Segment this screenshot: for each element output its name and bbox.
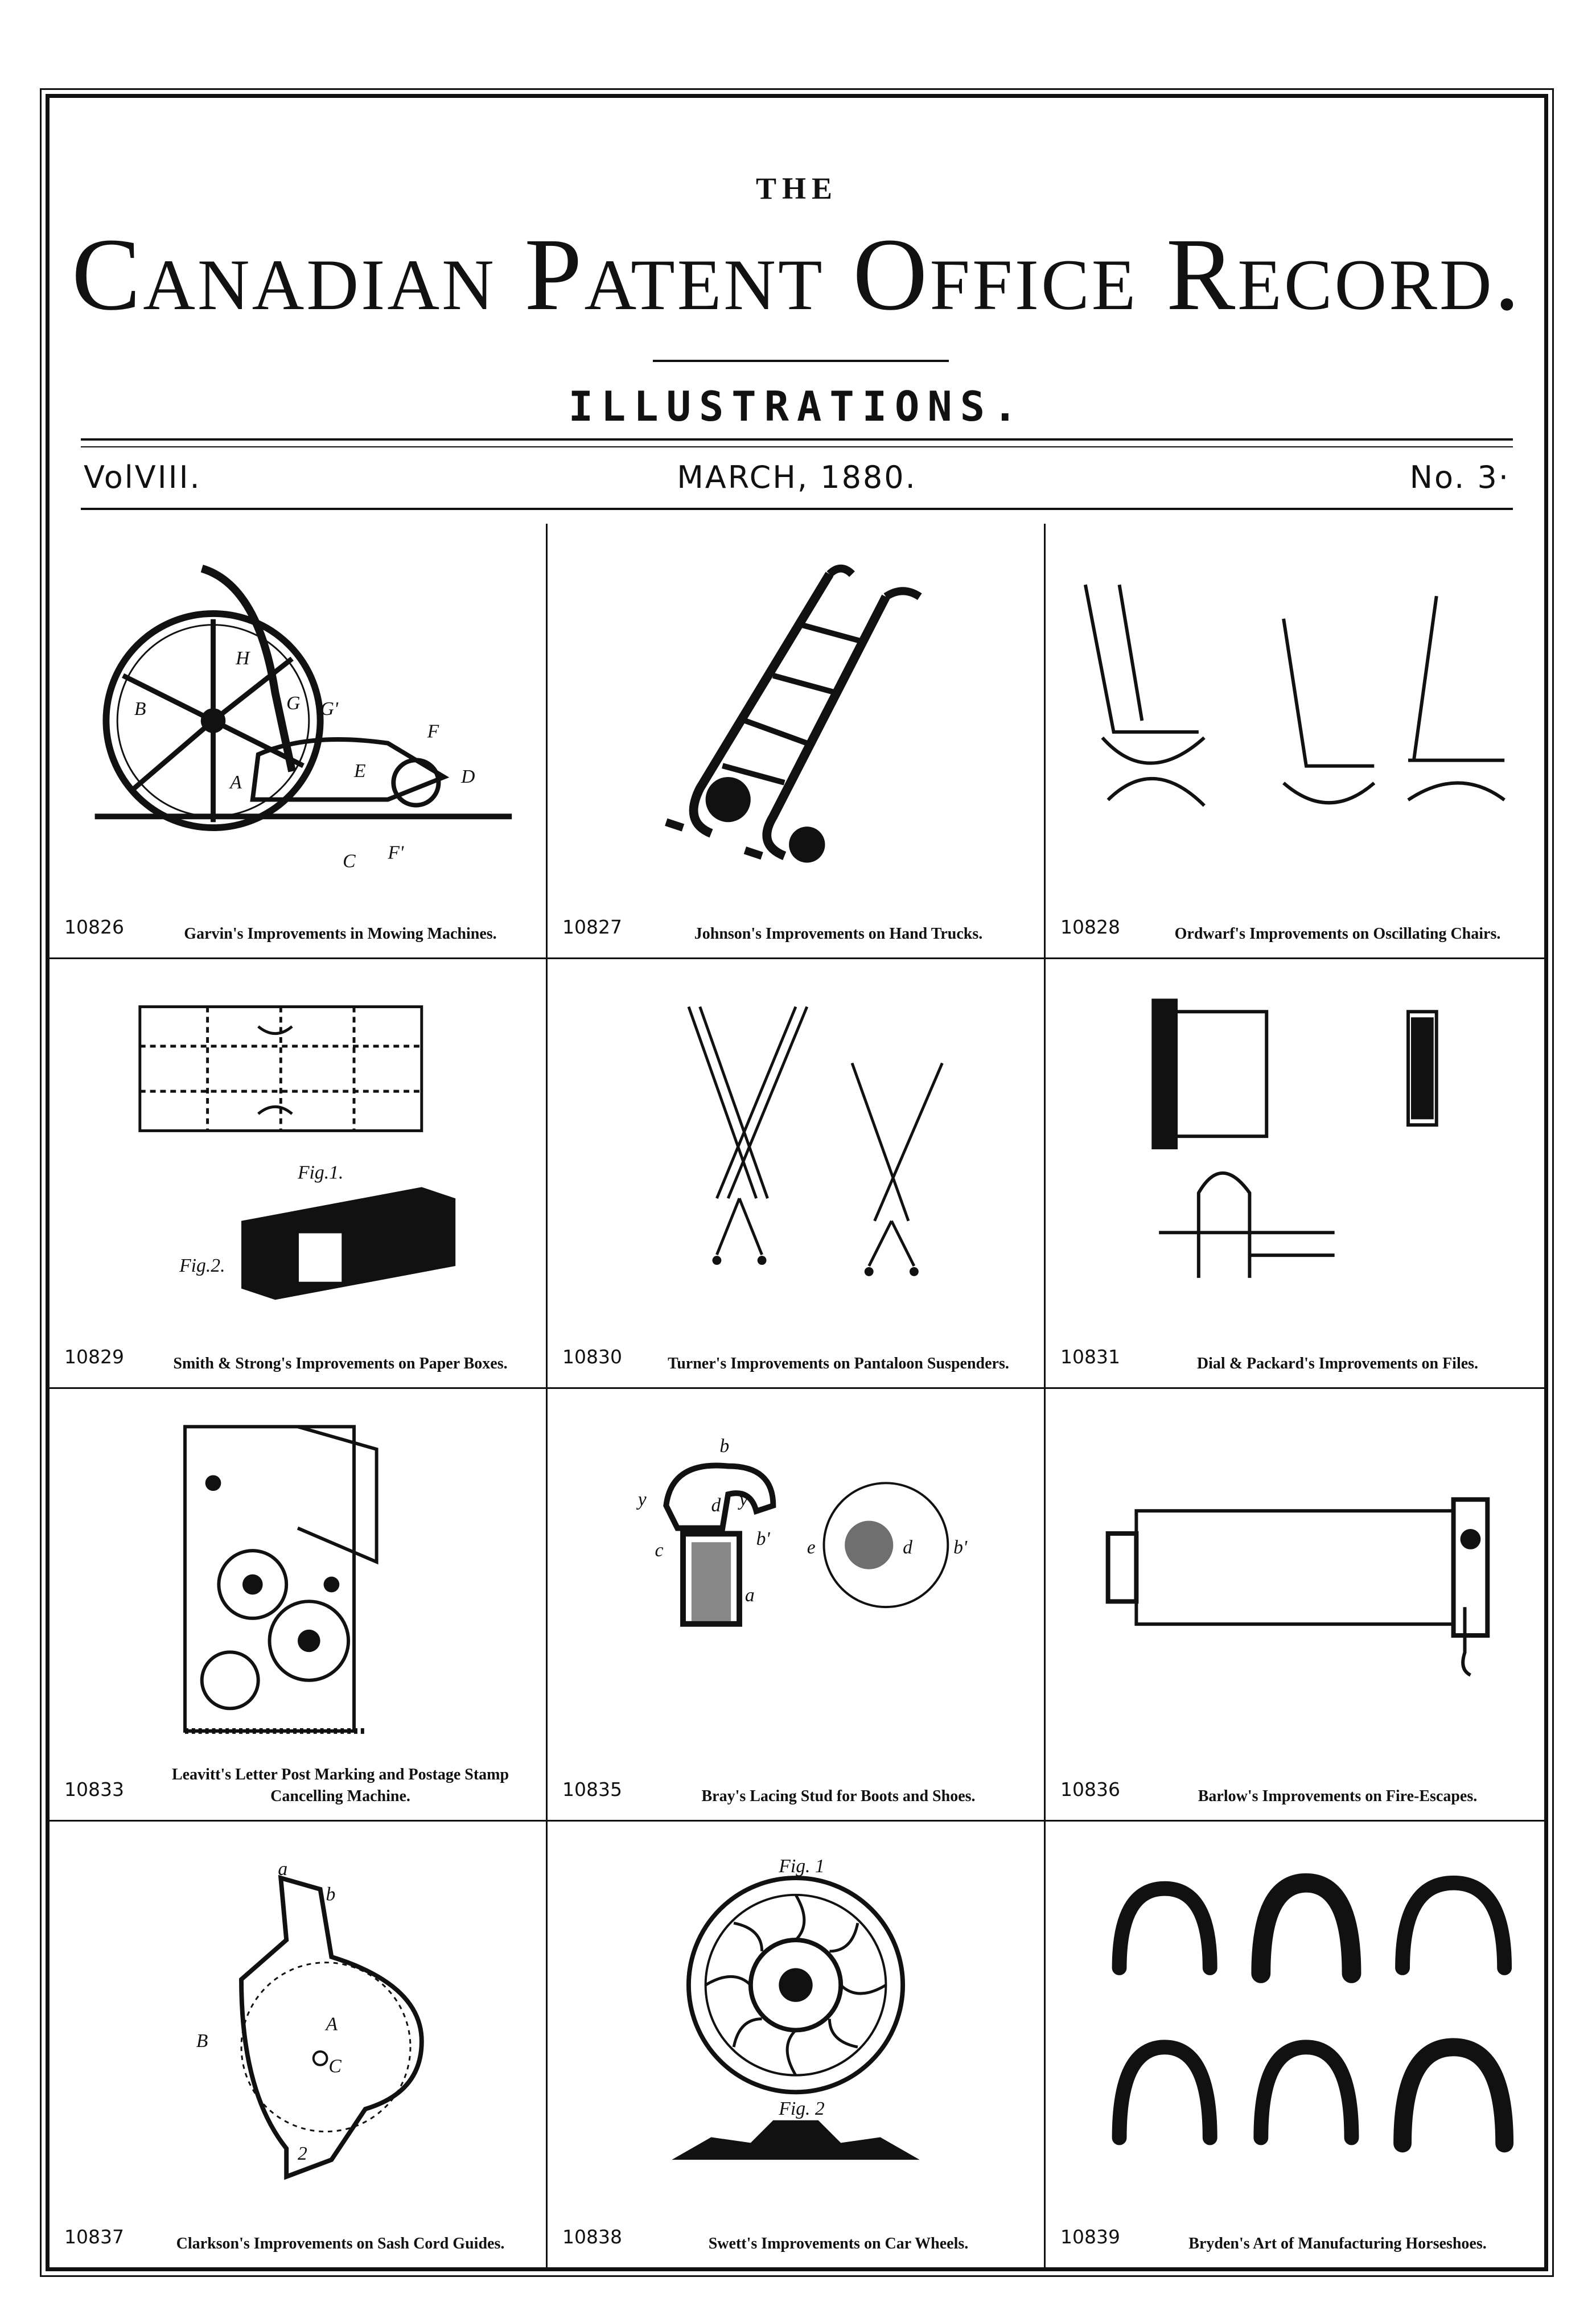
volume-label: VolVIII.	[84, 459, 201, 495]
plate-caption: Ordwarf's Improvements on Oscillating Ch…	[1174, 925, 1501, 943]
figure-label-stud-y2: y	[738, 1489, 748, 1510]
plate-10829: Fig.1. Fig.2. 10829 Smith & Strong's Imp…	[50, 959, 548, 1389]
plate-10839: 10839 Bryden's Art of Manufacturing Hors…	[1046, 1822, 1544, 2267]
suspenders-drawing	[570, 982, 1021, 1325]
issue-number: No. 3·	[1409, 459, 1510, 495]
figure-label-mower-e: E	[353, 761, 366, 782]
masthead-the: THE	[755, 171, 838, 205]
figure-label-sash-2: 2	[298, 2143, 307, 2164]
figure-label-stud-c: c	[655, 1540, 664, 1561]
plate-10827: 10827 Johnson's Improvements on Hand Tru…	[548, 524, 1046, 959]
figure-label-sash-b: b	[326, 1884, 336, 1905]
plate-caption: Smith & Strong's Improvements on Paper B…	[173, 1355, 508, 1373]
figure-label-wheel-fig2: Fig. 2	[778, 2098, 825, 2119]
plate-caption: Bray's Lacing Stud for Boots and Shoes.	[701, 1787, 976, 1806]
section-subtitle: ILLUSTRATIONS.	[568, 383, 1026, 430]
plate-caption: Turner's Improvements on Pantaloon Suspe…	[668, 1355, 1009, 1373]
plate-number: 10826	[64, 916, 124, 938]
sash-cord-guide-drawing: a b A B C 2	[72, 1844, 523, 2205]
plate-number: 10839	[1060, 2226, 1120, 2248]
figure-label-stud-a: a	[745, 1585, 755, 1606]
car-wheel-drawing: Fig. 1 Fig. 2	[570, 1844, 1021, 2205]
plate-10833: 10833 Leavitt's Letter Post Marking and …	[50, 1389, 548, 1822]
paper-box-drawing: Fig.1. Fig.2.	[72, 982, 523, 1325]
issue-date: MARCH, 1880.	[677, 459, 917, 495]
plate-caption: Swett's Improvements on Car Wheels.	[708, 2235, 969, 2253]
plate-10831: 10831 Dial & Packard's Improvements on F…	[1046, 959, 1544, 1389]
figure-label-mower-f1: F'	[387, 842, 404, 864]
plate-number: 10828	[1060, 916, 1120, 938]
plate-number: 10837	[64, 2226, 124, 2248]
page-frame: THE Canadian Patent Office Record. ILLUS…	[46, 94, 1548, 2271]
plate-10835: b y d y c a b' e d b' 10835 Bray's Lacin…	[548, 1389, 1046, 1822]
plate-number: 10830	[562, 1346, 622, 1368]
fire-escape-drawing	[1068, 1412, 1521, 1757]
title-rule	[653, 360, 949, 362]
stamp-machine-drawing	[72, 1412, 523, 1757]
plate-caption: Clarkson's Improvements on Sash Cord Gui…	[176, 2235, 505, 2253]
plate-10830: 10830 Turner's Improvements on Pantaloon…	[548, 959, 1046, 1389]
mowing-machine-drawing: H B G G' F A E D C F'	[72, 546, 523, 895]
figure-label-stud-d: d	[711, 1495, 721, 1516]
figure-label-sash-c: C	[328, 2056, 342, 2077]
outer-frame	[40, 88, 1554, 2277]
plate-caption: Barlow's Improvements on Fire-Escapes.	[1198, 1787, 1478, 1806]
plates-grid: H B G G' F A E D C F' 10826 Garvin's Imp…	[50, 524, 1544, 2267]
plate-number: 10831	[1060, 1346, 1120, 1368]
figure-label-mower-a: A	[229, 772, 242, 793]
plate-number: 10835	[562, 1778, 622, 1801]
plate-caption: Leavitt's Letter Post Marking and Postag…	[171, 1766, 509, 1806]
plate-number: 10827	[562, 916, 622, 938]
plate-number: 10836	[1060, 1778, 1120, 1801]
figure-label-mower-g: G	[286, 693, 300, 714]
header-rule-top	[81, 438, 1513, 441]
plate-caption: Bryden's Art of Manufacturing Horseshoes…	[1188, 2235, 1487, 2253]
plate-10837: a b A B C 2 10837 Clarkson's Improvement…	[50, 1822, 548, 2267]
plate-caption: Dial & Packard's Improvements on Files.	[1196, 1355, 1479, 1373]
figure-label-sash-a2: A	[325, 2013, 338, 2034]
plate-10838: Fig. 1 Fig. 2 10838 Swett's Improvements…	[548, 1822, 1046, 2267]
plate-10826: H B G G' F A E D C F' 10826 Garvin's Imp…	[50, 524, 548, 959]
figure-label-mower-b: B	[134, 698, 146, 720]
figure-label-box-fig2: Fig.2.	[179, 1255, 225, 1276]
horseshoe-drawing	[1068, 1844, 1521, 2205]
header-rule-bottom	[81, 508, 1513, 510]
figure-label-stud-d2: d	[903, 1537, 912, 1558]
figure-label-stud-e: e	[807, 1537, 816, 1558]
oscillating-chair-drawing	[1068, 546, 1521, 895]
hand-truck-drawing	[570, 546, 1021, 895]
figure-label-mower-d: D	[460, 766, 475, 787]
plate-number: 10833	[64, 1778, 124, 1801]
figure-label-sash-a: a	[278, 1859, 287, 1880]
figure-label-stud-b2: b'	[953, 1537, 968, 1558]
figure-label-stud-b1: b'	[756, 1528, 771, 1549]
figure-label-mower-h: H	[235, 648, 250, 669]
plate-number: 10838	[562, 2226, 622, 2248]
plate-caption: Garvin's Improvements in Mowing Machines…	[184, 925, 497, 943]
figure-label-mower-c: C	[343, 850, 356, 872]
plate-caption: Johnson's Improvements on Hand Trucks.	[694, 925, 983, 943]
figure-label-wheel-fig1: Fig. 1	[778, 1856, 824, 1877]
plate-number: 10829	[64, 1346, 124, 1368]
file-holder-drawing	[1068, 982, 1521, 1325]
figure-label-mower-f: F	[427, 721, 439, 742]
figure-label-mower-g1: G'	[320, 698, 339, 720]
lacing-stud-drawing: b y d y c a b' e d b'	[570, 1412, 1021, 1757]
figure-label-box-fig1: Fig.1.	[297, 1162, 343, 1183]
figure-label-sash-b2: B	[196, 2030, 208, 2052]
masthead-title: Canadian Patent Office Record.	[71, 217, 1523, 332]
plate-10836: 10836 Barlow's Improvements on Fire-Esca…	[1046, 1389, 1544, 1822]
header-rule-top-thin	[81, 446, 1513, 447]
plate-10828: 10828 Ordwarf's Improvements on Oscillat…	[1046, 524, 1544, 959]
figure-label-stud-b: b	[719, 1436, 729, 1457]
figure-label-stud-y: y	[636, 1489, 647, 1510]
